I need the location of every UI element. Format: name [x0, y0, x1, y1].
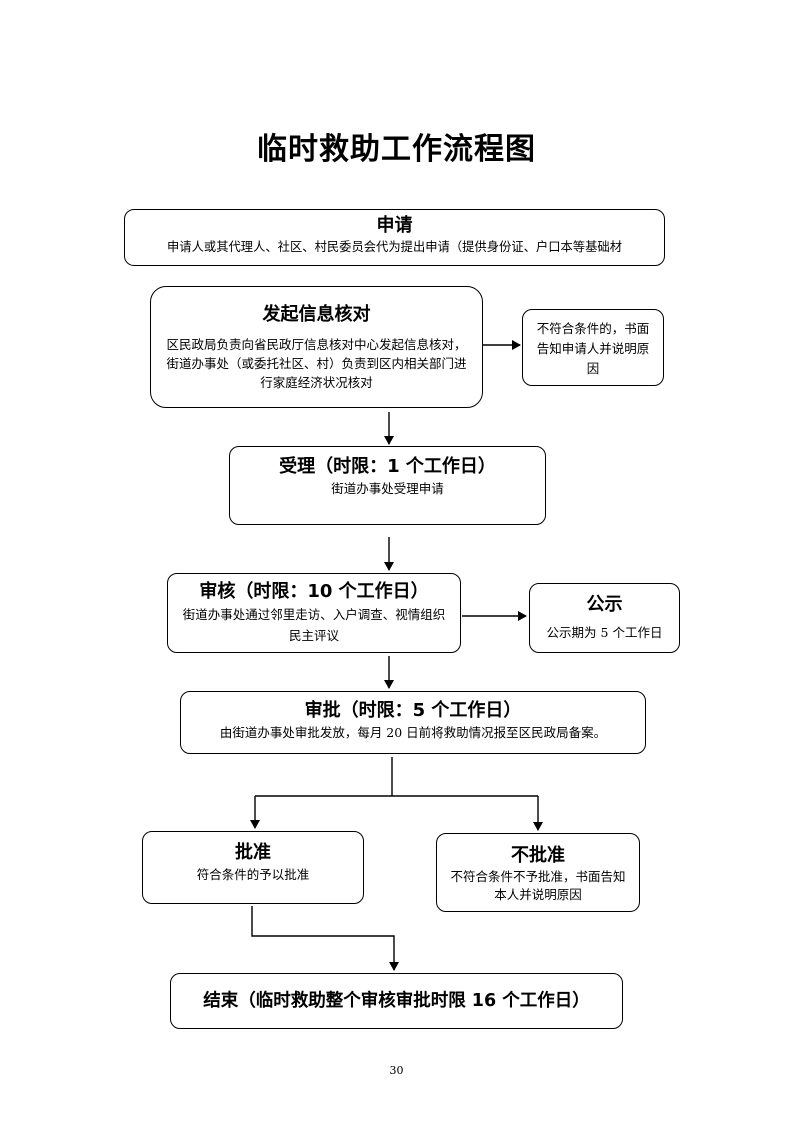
node-end-title: 结束（临时救助整个审核审批时限 16 个工作日） [203, 991, 590, 1011]
page-number: 30 [389, 1064, 404, 1077]
node-verify-title: 发起信息核对 [262, 304, 371, 325]
node-review: 审核（时限：10 个工作日） 街道办事处通过邻里走访、入户调查、视情组织民主评议 [167, 573, 461, 653]
node-end: 结束（临时救助整个审核审批时限 16 个工作日） [170, 973, 623, 1029]
node-accept-body: 街道办事处受理申请 [331, 481, 444, 496]
node-approved-body: 符合条件的予以批准 [196, 867, 310, 882]
node-approved-title: 批准 [235, 842, 271, 863]
node-not-eligible: 不符合条件的，书面告知申请人并说明原因 [522, 309, 664, 386]
node-rejected-title: 不批准 [511, 845, 565, 866]
node-apply-title: 申请 [376, 215, 413, 236]
node-verify: 发起信息核对 区民政局负责向省民政厅信息核对中心发起信息核对，街道办事处（或委托… [150, 286, 483, 408]
node-review-body: 街道办事处通过邻里走访、入户调查、视情组织民主评议 [182, 607, 446, 643]
node-approval-title: 审批（时限：5 个工作日） [304, 700, 522, 721]
node-publicize-body: 公示期为 5 个工作日 [546, 625, 663, 640]
node-not-eligible-body: 不符合条件的，书面告知申请人并说明原因 [536, 321, 650, 376]
node-approval: 审批（时限：5 个工作日） 由街道办事处审批发放，每月 20 日前将救助情况报至… [180, 691, 646, 754]
node-publicize: 公示 公示期为 5 个工作日 [529, 583, 680, 653]
page-title: 临时救助工作流程图 [257, 132, 536, 167]
node-publicize-title: 公示 [586, 594, 623, 615]
node-approved: 批准 符合条件的予以批准 [142, 831, 364, 904]
arrow-approved-to-end [251, 906, 399, 971]
node-apply-body: 申请人或其代理人、社区、村民委员会代为提出申请（提供身份证、户口本等基础材 [167, 240, 622, 254]
node-accept-title: 受理（时限：1 个工作日） [279, 456, 496, 477]
node-review-title: 审核（时限：10 个工作日） [199, 581, 429, 602]
node-approval-body: 由街道办事处审批发放，每月 20 日前将救助情况报至区民政局备案。 [219, 725, 607, 740]
node-rejected-body: 不符合条件不予批准，书面告知本人并说明原因 [450, 869, 626, 902]
node-rejected: 不批准 不符合条件不予批准，书面告知本人并说明原因 [436, 833, 640, 912]
node-verify-body: 区民政局负责向省民政厅信息核对中心发起信息核对，街道办事处（或委托社区、村）负责… [166, 337, 467, 390]
node-accept: 受理（时限：1 个工作日） 街道办事处受理申请 [229, 446, 546, 525]
node-apply: 申请 申请人或其代理人、社区、村民委员会代为提出申请（提供身份证、户口本等基础材 [124, 209, 665, 266]
